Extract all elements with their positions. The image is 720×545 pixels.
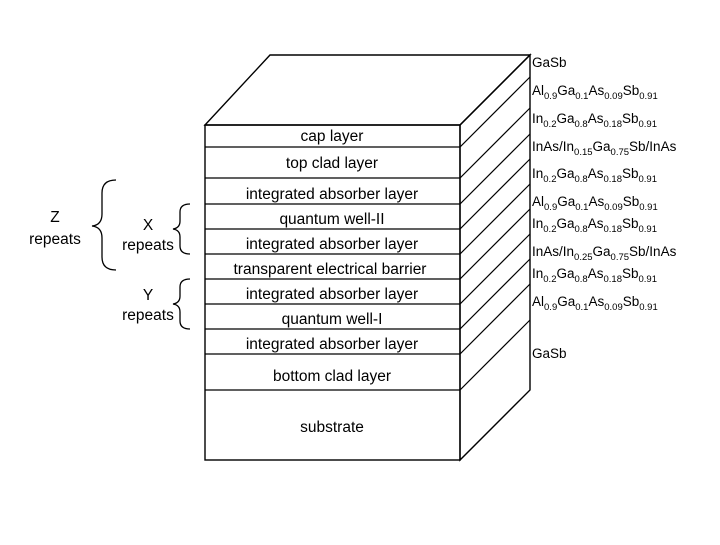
layer-label-quantum-well-2: quantum well-II	[279, 211, 384, 228]
layer-separator-line	[205, 258, 531, 330]
material-label: In0.2Ga0.8As0.18Sb0.91	[532, 266, 657, 285]
block-outline	[203, 53, 532, 462]
material-label: In0.2Ga0.8As0.18Sb0.91	[532, 111, 657, 130]
material-label: Al0.9Ga0.1As0.09Sb0.91	[532, 194, 658, 213]
z-brace	[91, 179, 117, 271]
block-side-face	[459, 53, 531, 462]
layer-label-substrate: substrate	[300, 419, 364, 436]
layer-label-quantum-well-1: quantum well-I	[282, 311, 383, 328]
layer-separator-line	[205, 208, 531, 280]
z-repeat-letter: Z	[50, 209, 59, 226]
material-label: InAs/In0.25Ga0.75Sb/InAs	[532, 244, 677, 263]
layer-labels: cap layer top clad layer integrated abso…	[234, 128, 427, 436]
layer-separator-line	[205, 107, 531, 179]
layer-label-absorber-3: integrated absorber layer	[246, 286, 418, 303]
material-label: GaSb	[532, 55, 567, 70]
material-labels: GaSbAl0.9Ga0.1As0.09Sb0.91In0.2Ga0.8As0.…	[532, 55, 677, 361]
x-repeat-word: repeats	[122, 237, 174, 254]
layer-label-absorber-2: integrated absorber layer	[246, 236, 418, 253]
y-brace	[172, 278, 191, 330]
repeat-braces	[91, 179, 191, 330]
layer-separators	[205, 76, 531, 391]
layer-label-top-clad: top clad layer	[286, 155, 378, 172]
material-label: Al0.9Ga0.1As0.09Sb0.91	[532, 83, 658, 102]
material-label: Al0.9Ga0.1As0.09Sb0.91	[532, 294, 658, 313]
layer-separator-line	[205, 319, 531, 391]
layer-separator-line	[205, 76, 531, 148]
x-brace	[172, 203, 191, 255]
layer-separator-line	[205, 133, 531, 205]
z-repeat-word: repeats	[29, 231, 81, 248]
material-label: InAs/In0.15Ga0.75Sb/InAs	[532, 139, 677, 158]
layer-label-absorber-1: integrated absorber layer	[246, 186, 418, 203]
block-top-face	[203, 54, 532, 126]
layer-separator-line	[205, 158, 531, 230]
repeat-labels: Z repeats X repeats Y repeats	[29, 209, 174, 324]
layer-label-cap: cap layer	[301, 128, 364, 145]
block-front-face	[204, 124, 461, 461]
material-label: In0.2Ga0.8As0.18Sb0.91	[532, 216, 657, 235]
layer-separator-line	[205, 233, 531, 305]
layer-label-bottom-clad: bottom clad layer	[273, 368, 391, 385]
y-repeat-letter: Y	[143, 287, 153, 304]
layer-label-barrier: transparent electrical barrier	[234, 261, 427, 278]
material-label: In0.2Ga0.8As0.18Sb0.91	[532, 166, 657, 185]
x-repeat-letter: X	[143, 217, 154, 234]
y-repeat-word: repeats	[122, 307, 174, 324]
material-label: GaSb	[532, 346, 567, 361]
layer-separator-line	[205, 183, 531, 255]
layer-label-absorber-4: integrated absorber layer	[246, 336, 418, 353]
layer-separator-line	[205, 283, 531, 355]
